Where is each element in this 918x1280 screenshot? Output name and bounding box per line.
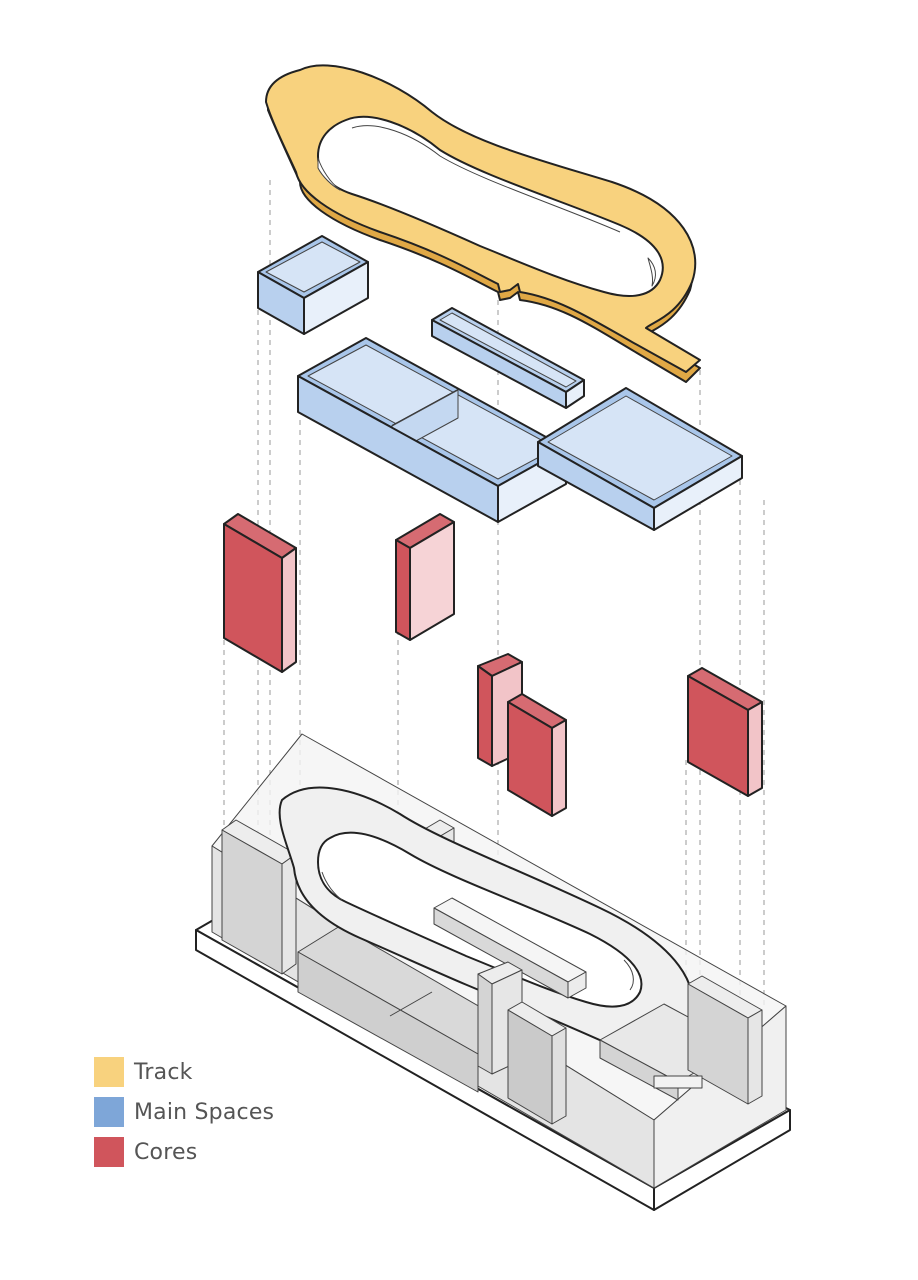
core-1 xyxy=(223,513,297,673)
main-spaces-layer xyxy=(257,235,743,531)
main-space-right-box xyxy=(537,387,743,531)
cores-layer xyxy=(223,513,763,817)
building-core-right xyxy=(687,975,763,1105)
legend-label-track: Track xyxy=(134,1059,193,1085)
legend-label-main-spaces: Main Spaces xyxy=(134,1099,275,1125)
track-layer xyxy=(265,64,701,383)
core-5 xyxy=(687,667,763,797)
core-2 xyxy=(395,513,455,641)
main-space-trough xyxy=(431,307,585,409)
building-core-front-b xyxy=(507,1001,567,1125)
cores-swatch xyxy=(94,1137,124,1167)
assembled-building xyxy=(195,733,791,1211)
legend-item-track: Track xyxy=(94,1052,274,1092)
legend: Track Main Spaces Cores xyxy=(94,1052,274,1172)
legend-item-main-spaces: Main Spaces xyxy=(94,1092,274,1132)
building-core-left xyxy=(221,819,297,975)
main-spaces-swatch xyxy=(94,1097,124,1127)
main-space-small-box xyxy=(257,235,369,335)
core-4 xyxy=(507,693,567,817)
legend-item-cores: Cores xyxy=(94,1132,274,1172)
track-swatch xyxy=(94,1057,124,1087)
legend-label-cores: Cores xyxy=(134,1139,198,1165)
